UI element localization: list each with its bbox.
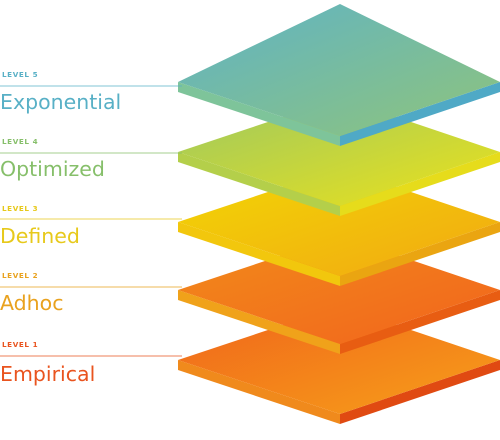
level-4-slab (178, 98, 500, 216)
level-5-name: Exponential (0, 90, 121, 114)
level-5-slab-front-face (178, 82, 340, 146)
level-2-name: Adhoc (0, 291, 63, 315)
level-4-slab-top-face (178, 98, 500, 206)
level-4-name: Optimized (0, 157, 105, 181)
level-2-slab-front-face (178, 290, 340, 354)
level-4-slab-front-face (178, 152, 340, 216)
level-2-slab-top-face (178, 236, 500, 344)
level-3-slab-side-face (340, 222, 500, 286)
level-3-slab (178, 168, 500, 286)
level-1-slab (178, 306, 500, 424)
level-5-slab (178, 4, 500, 146)
level-1-name: Empirical (0, 362, 95, 386)
level-3-slab-front-face (178, 222, 340, 286)
level-2-tag: LEVEL 2 (2, 271, 38, 280)
level-4-tag: LEVEL 4 (2, 137, 38, 146)
level-3-slab-top-face (178, 168, 500, 276)
level-1-slab-front-face (178, 360, 340, 424)
level-3-tag: LEVEL 3 (2, 204, 38, 213)
level-5-tag: LEVEL 5 (2, 70, 38, 79)
level-2-slab (178, 236, 500, 354)
level-5-slab-side-face (340, 82, 500, 146)
level-4-slab-side-face (340, 152, 500, 216)
level-3-name: Defined (0, 224, 80, 248)
level-5-slab-top-face (178, 4, 500, 136)
level-1-slab-side-face (340, 360, 500, 424)
level-2-slab-side-face (340, 290, 500, 354)
level-1-tag: LEVEL 1 (2, 340, 38, 349)
level-1-slab-top-face (178, 306, 500, 414)
